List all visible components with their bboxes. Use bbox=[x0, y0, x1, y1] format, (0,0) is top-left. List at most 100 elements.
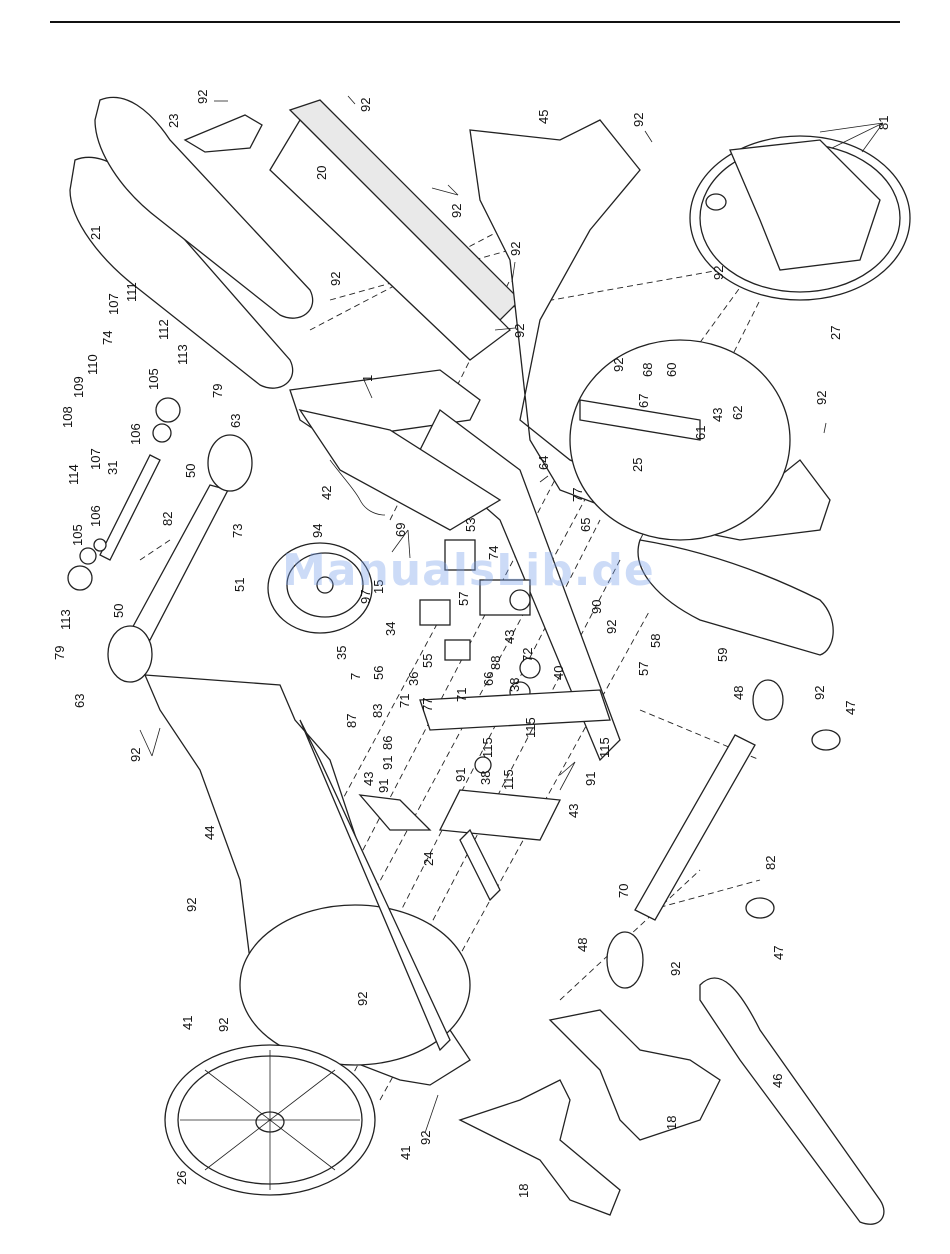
callout-111: 111 bbox=[124, 282, 139, 302]
leader-lines bbox=[139, 95, 884, 1134]
callout-92: 92 bbox=[711, 266, 726, 280]
callout-90: 90 bbox=[589, 600, 604, 614]
callout-72: 72 bbox=[520, 648, 535, 662]
callout-92: 92 bbox=[814, 391, 829, 405]
callout-51: 51 bbox=[232, 578, 247, 592]
callout-64: 64 bbox=[536, 456, 551, 470]
part-20-handlebar-mast bbox=[269, 99, 521, 361]
callout-92: 92 bbox=[604, 620, 619, 634]
callout-7: 7 bbox=[348, 673, 363, 680]
part-26-round-cover bbox=[164, 1044, 376, 1196]
callout-63: 63 bbox=[228, 414, 243, 428]
callout-92: 92 bbox=[128, 748, 143, 762]
part-23-cap bbox=[183, 114, 263, 153]
callout-56: 56 bbox=[371, 666, 386, 680]
callout-55: 55 bbox=[420, 654, 435, 668]
callout-77: 77 bbox=[420, 698, 435, 712]
callout-107: 107 bbox=[88, 448, 103, 470]
callout-24: 24 bbox=[421, 852, 436, 866]
part-45-frame-cover bbox=[469, 119, 831, 541]
callout-110: 110 bbox=[85, 354, 100, 375]
callout-47: 47 bbox=[771, 946, 786, 960]
callout-81: 81 bbox=[876, 116, 891, 130]
callout-108: 108 bbox=[60, 406, 75, 428]
callout-91: 91 bbox=[453, 768, 468, 782]
part-1-main-frame bbox=[289, 369, 621, 762]
callout-57: 57 bbox=[456, 592, 471, 606]
part-25-bracket bbox=[579, 399, 701, 441]
callout-27: 27 bbox=[828, 326, 843, 340]
callout-82: 82 bbox=[763, 856, 778, 870]
callout-92: 92 bbox=[195, 90, 210, 104]
callout-115: 115 bbox=[523, 717, 538, 738]
callout-86: 86 bbox=[380, 736, 395, 750]
callout-77: 77 bbox=[570, 488, 585, 502]
callout-106: 106 bbox=[88, 505, 103, 527]
callout-88: 88 bbox=[488, 656, 503, 670]
callout-59: 59 bbox=[715, 648, 730, 662]
callout-25: 25 bbox=[630, 458, 645, 472]
callout-74: 74 bbox=[486, 546, 501, 560]
part-59-rear-shroud bbox=[637, 539, 834, 656]
callout-41: 41 bbox=[398, 1146, 413, 1160]
callout-70: 70 bbox=[616, 884, 631, 898]
watermark-text: ManualsLib.de bbox=[282, 545, 655, 596]
callout-82: 82 bbox=[160, 512, 175, 526]
part-27-round-cover bbox=[689, 135, 911, 301]
callout-92: 92 bbox=[512, 324, 527, 338]
callout-23: 23 bbox=[166, 114, 181, 128]
callout-50: 50 bbox=[111, 604, 126, 618]
callout-26: 26 bbox=[174, 1171, 189, 1185]
callout-66: 66 bbox=[481, 672, 496, 686]
callout-65: 65 bbox=[578, 518, 593, 532]
callout-91: 91 bbox=[583, 772, 598, 786]
part-46-drive-belt bbox=[699, 977, 885, 1225]
part-24-mounting-plate bbox=[358, 789, 562, 902]
callout-15: 15 bbox=[371, 580, 386, 594]
callout-31: 31 bbox=[105, 461, 120, 475]
callout-1: 1 bbox=[360, 375, 375, 382]
callout-46: 46 bbox=[770, 1074, 785, 1088]
part-21-left-shroud bbox=[69, 96, 314, 389]
callout-42: 42 bbox=[319, 486, 334, 500]
callout-57: 57 bbox=[636, 662, 651, 676]
callout-107: 107 bbox=[106, 293, 121, 315]
part-18-stabilizer-feet bbox=[458, 1009, 721, 1216]
callout-74: 74 bbox=[100, 331, 115, 345]
callout-92: 92 bbox=[508, 242, 523, 256]
callout-35: 35 bbox=[334, 646, 349, 660]
part-53-brake-assembly bbox=[419, 539, 611, 774]
callout-34: 34 bbox=[383, 622, 398, 636]
callout-83: 83 bbox=[370, 704, 385, 718]
callout-105: 105 bbox=[146, 368, 161, 390]
callout-94: 94 bbox=[310, 524, 325, 538]
callout-43: 43 bbox=[361, 772, 376, 786]
callout-67: 67 bbox=[636, 394, 651, 408]
callout-92: 92 bbox=[449, 204, 464, 218]
callout-112: 112 bbox=[156, 319, 171, 340]
callout-43: 43 bbox=[502, 630, 517, 644]
callout-105: 105 bbox=[70, 524, 85, 546]
callout-106: 106 bbox=[128, 423, 143, 445]
callout-87: 87 bbox=[344, 714, 359, 728]
callout-92: 92 bbox=[358, 98, 373, 112]
callout-92: 92 bbox=[184, 898, 199, 912]
callout-40: 40 bbox=[551, 666, 566, 680]
callout-113: 113 bbox=[58, 609, 73, 630]
callout-48: 48 bbox=[575, 938, 590, 952]
callout-79: 79 bbox=[52, 646, 67, 660]
callout-20: 92 bbox=[328, 272, 343, 286]
callout-62: 62 bbox=[730, 406, 745, 420]
callout-48: 48 bbox=[731, 686, 746, 700]
callout-38: 38 bbox=[507, 678, 522, 692]
callout-92: 92 bbox=[668, 962, 683, 976]
callout-38: 38 bbox=[478, 771, 493, 785]
callout-44: 44 bbox=[202, 826, 217, 840]
callout-50: 50 bbox=[183, 464, 198, 478]
callout-60: 60 bbox=[664, 363, 679, 377]
callout-47: 47 bbox=[843, 701, 858, 715]
callout-36: 36 bbox=[406, 672, 421, 686]
callout-109: 109 bbox=[71, 376, 86, 398]
part-51-pulley-wheel bbox=[267, 542, 373, 634]
